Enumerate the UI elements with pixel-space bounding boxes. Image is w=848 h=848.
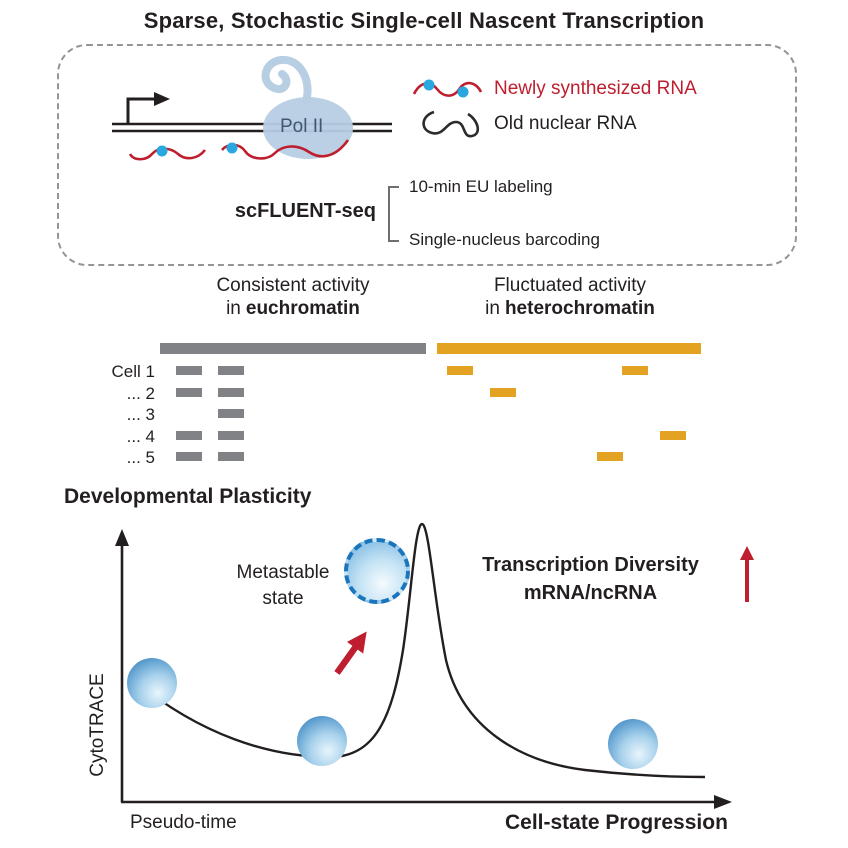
- heterochromatin-header-line1: Fluctuated activity: [493, 275, 647, 296]
- tss-arrowhead-icon: [154, 92, 170, 106]
- eu-dot: [156, 145, 168, 157]
- heterochromatin-header-bold: heterochromatin: [504, 298, 655, 319]
- cell-label-5: ... 5: [126, 448, 155, 467]
- cell-sphere: [127, 658, 177, 708]
- diversity-label-line2: mRNA/ncRNA: [523, 582, 658, 604]
- nascent-rna-squiggle: [221, 139, 350, 160]
- method-step-barcoding: Single-nucleus barcoding: [409, 230, 600, 249]
- x-axis-label: Pseudo-time: [130, 812, 237, 833]
- euchromatin-bar: [160, 343, 426, 354]
- cell-label-3: ... 3: [126, 405, 155, 424]
- polii-ellipse: [263, 97, 353, 159]
- metastable-state-label: Metastable state: [226, 560, 340, 612]
- euchromatin-header-bold: euchromatin: [245, 298, 360, 319]
- cell-label-1: Cell 1: [111, 362, 155, 381]
- cell-sphere: [608, 719, 658, 769]
- metastable-label-line1: Metastable: [236, 562, 330, 583]
- metastable-arrow-icon: [334, 631, 367, 675]
- method-step-eu-labeling: 10-min EU labeling: [409, 177, 553, 196]
- transcription-diversity-label: Transcription Diversity mRNA/ncRNA: [448, 551, 733, 607]
- cell-sphere: [297, 716, 347, 766]
- polii-label: Pol II: [280, 116, 324, 137]
- euchromatin-header-prefix: in: [226, 298, 241, 319]
- y-axis-label: CytoTRACE: [87, 673, 108, 777]
- polii-rna-tail: [261, 55, 312, 106]
- x-axis-arrowhead-icon: [714, 795, 732, 809]
- cell-state-progression-label: Cell-state Progression: [505, 811, 728, 834]
- method-bracket: [388, 186, 399, 242]
- tss-arrow: [126, 97, 156, 124]
- eu-dot: [457, 86, 469, 98]
- plot-heading: Developmental Plasticity: [64, 485, 312, 508]
- legend-new-rna-label: Newly synthesized RNA: [494, 78, 697, 99]
- cell-label-2: ... 2: [126, 383, 155, 403]
- y-axis-arrowhead-icon: [115, 529, 129, 546]
- legend-old-rna-label: Old nuclear RNA: [494, 113, 637, 134]
- metastable-label-line2: state: [262, 588, 304, 609]
- figure-title: Sparse, Stochastic Single-cell Nascent T…: [143, 8, 705, 33]
- heterochromatin-header-prefix: in: [485, 298, 500, 319]
- method-name: scFLUENT-seq: [234, 200, 376, 222]
- method-box: [57, 44, 797, 266]
- euchromatin-header-line1: Consistent activity: [216, 275, 370, 296]
- legend-old-rna-squiggle: [422, 110, 480, 138]
- heterochromatin-bar: [437, 343, 701, 354]
- metastable-cell-sphere: [344, 538, 410, 604]
- diversity-label-line1: Transcription Diversity: [482, 554, 699, 576]
- cell-label-4: ... 4: [126, 426, 155, 446]
- eu-dot: [226, 142, 238, 154]
- eu-dot: [423, 79, 435, 91]
